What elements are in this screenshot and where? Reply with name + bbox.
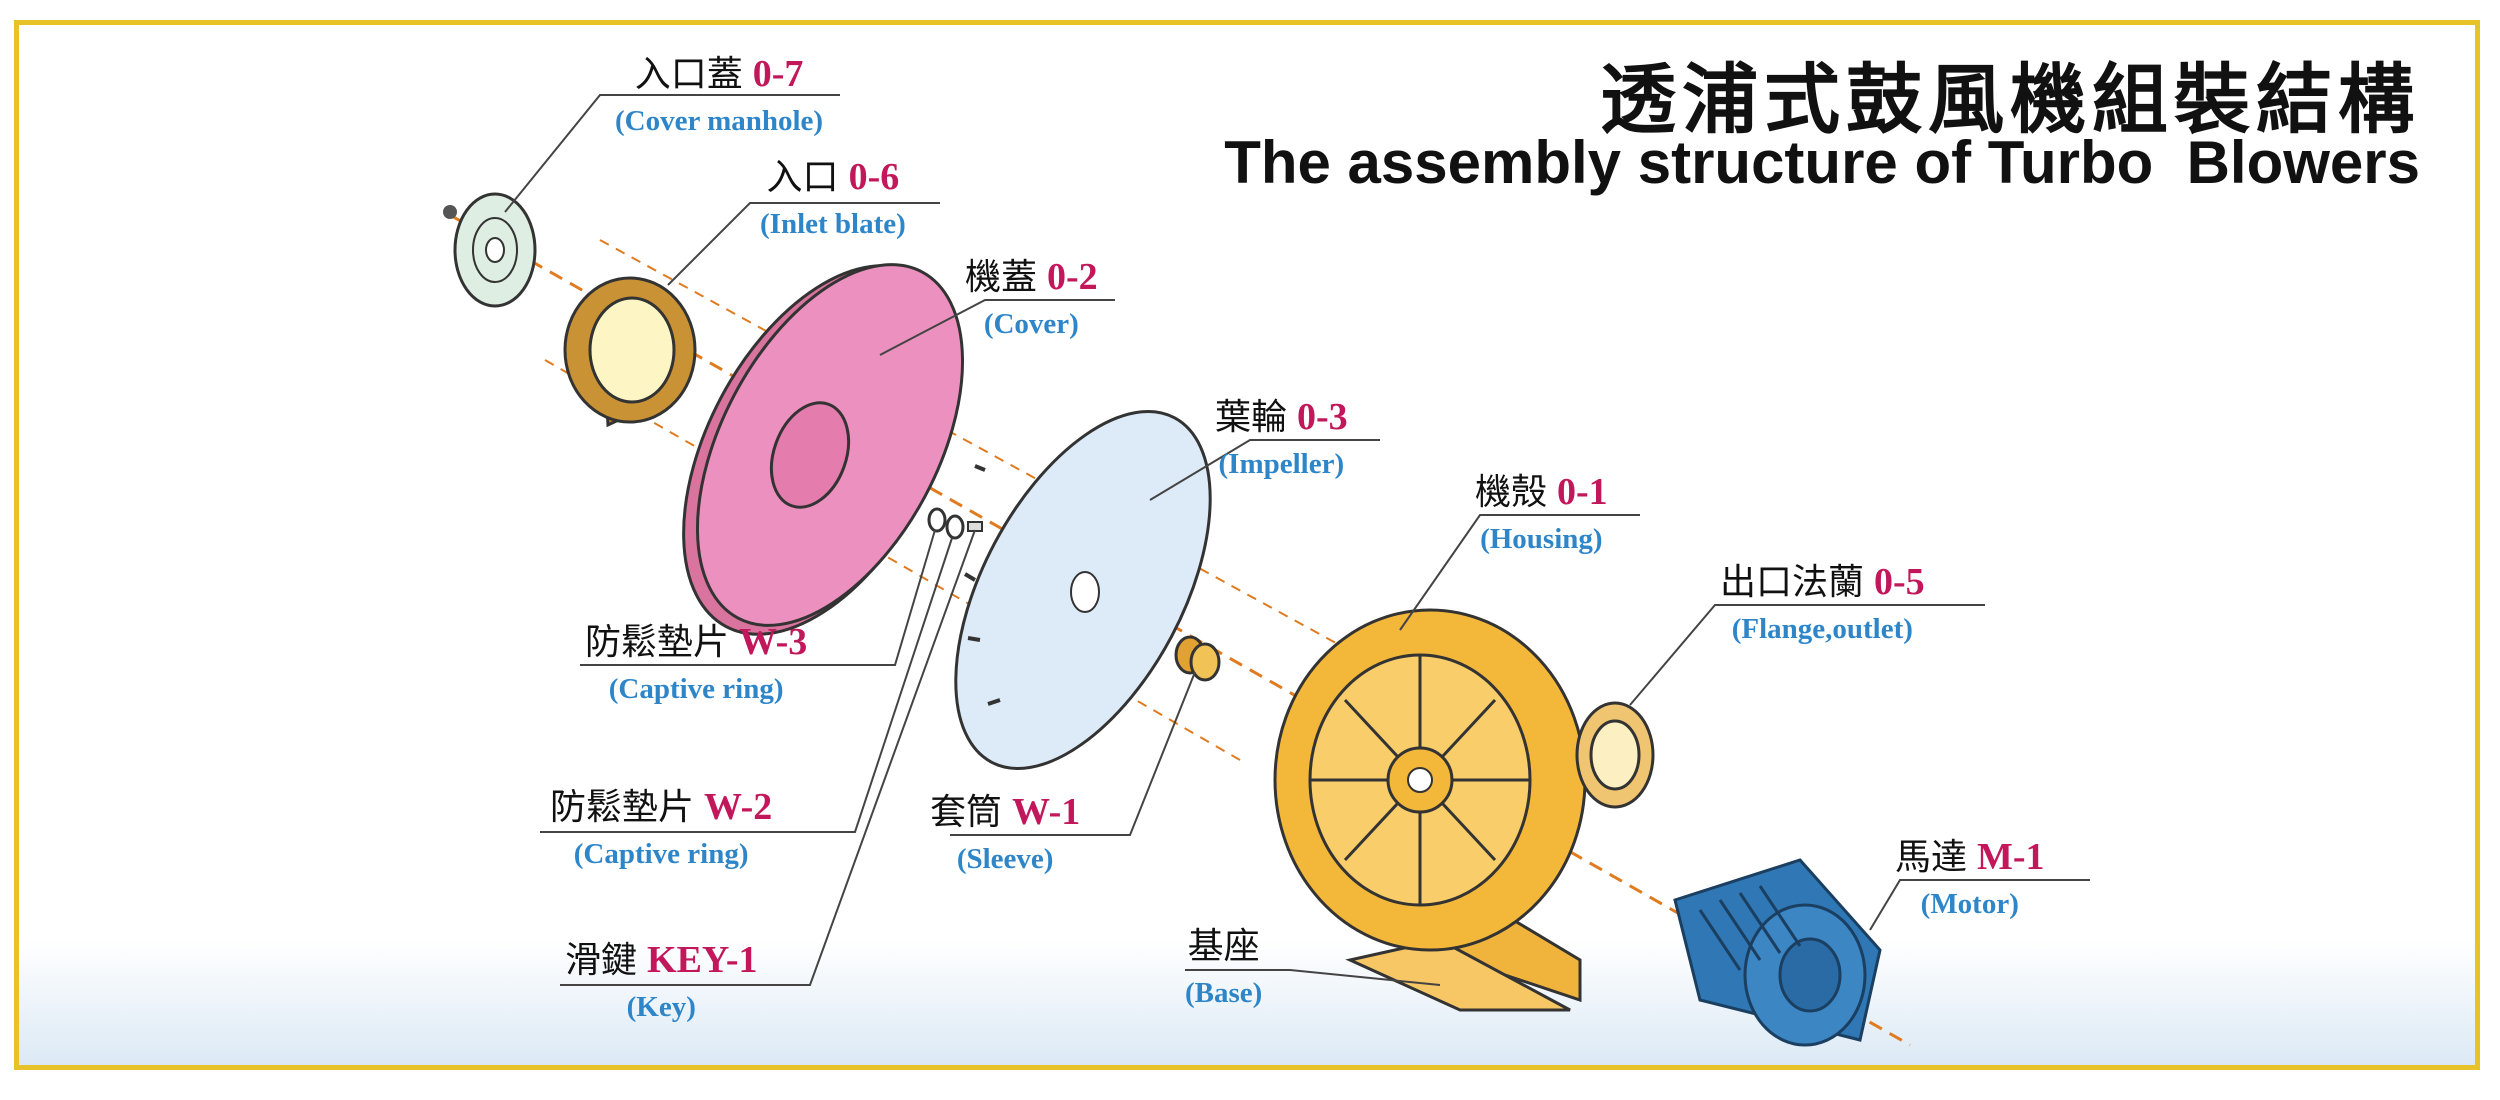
diagram-frame [14, 20, 2480, 1070]
motor-part [1673, 858, 1882, 1047]
label-flange-outlet-cn: 出口法蘭 [1720, 562, 1865, 603]
cover-plate-part [682, 263, 965, 636]
inlet-plate-part [563, 276, 697, 428]
label-cover-code: 0-2 [1047, 256, 1098, 298]
label-housing-en: (Housing) [1480, 523, 1603, 555]
label-sleeve-en: (Sleeve) [956, 843, 1054, 875]
label-motor-cn: 馬達 [1895, 837, 1968, 878]
leader-lines [504, 94, 2090, 986]
outlet-flange-part [1575, 701, 1655, 809]
label-motor-code: M-1 [1977, 836, 2045, 878]
label-key-code: KEY-1 [647, 939, 758, 981]
title-chinese: 透浦式鼓風機組裝結構 [1600, 55, 2420, 144]
label-cover-manhole-code: 0-7 [752, 53, 804, 95]
housing-part [1273, 608, 1587, 1012]
label-key-en: (Key) [626, 991, 696, 1023]
label-motor-en: (Motor) [1920, 888, 2019, 920]
title-english: The assembly structure of Turbo Blowers [1224, 129, 2420, 196]
sleeve-part [1174, 635, 1221, 682]
label-cover-cn: 機蓋 [965, 257, 1038, 298]
label-inlet-plate-en: (Inlet blate) [760, 208, 906, 240]
label-inlet-plate-cn: 入口 [766, 157, 839, 198]
label-cover-manhole-cn: 入口蓋 [634, 54, 743, 95]
label-impeller-code: 0-3 [1297, 396, 1348, 438]
label-flange-outlet-code: 0-5 [1874, 561, 1925, 603]
label-housing-cn: 機殼 [1475, 472, 1548, 513]
label-key-cn: 滑鍵 [565, 940, 638, 981]
label-captive-ring-w3-code: W-3 [739, 621, 808, 663]
label-impeller-en: (Impeller) [1218, 448, 1345, 480]
cover-manhole-part [443, 192, 537, 308]
label-cover-en: (Cover) [983, 308, 1079, 340]
label-captive-ring-w3-en: (Captive ring) [608, 673, 784, 705]
captive-ring-parts [927, 507, 983, 540]
label-captive-ring-w3-cn: 防鬆墊片 [585, 622, 730, 663]
label-housing-code: 0-1 [1557, 471, 1608, 513]
label-impeller-cn: 葉輪 [1215, 397, 1288, 438]
label-sleeve-cn: 套筒 [930, 792, 1003, 833]
label-captive-ring-w2-code: W-2 [704, 786, 773, 828]
label-base-cn: 基座 [1187, 926, 1260, 967]
impeller-part [954, 410, 1212, 770]
label-flange-outlet-en: (Flange,outlet) [1731, 613, 1913, 645]
label-captive-ring-w2-cn: 防鬆墊片 [550, 787, 695, 828]
label-cover-manhole-en: (Cover manhole) [615, 105, 824, 137]
label-base: 基座 (Base) [1185, 925, 1262, 1010]
label-inlet-plate-code: 0-6 [848, 156, 900, 198]
label-captive-ring-w2-en: (Captive ring) [573, 838, 749, 870]
label-base-en: (Base) [1185, 977, 1263, 1009]
bolt-axis-upper [599, 239, 1441, 701]
label-sleeve-code: W-1 [1012, 791, 1081, 833]
